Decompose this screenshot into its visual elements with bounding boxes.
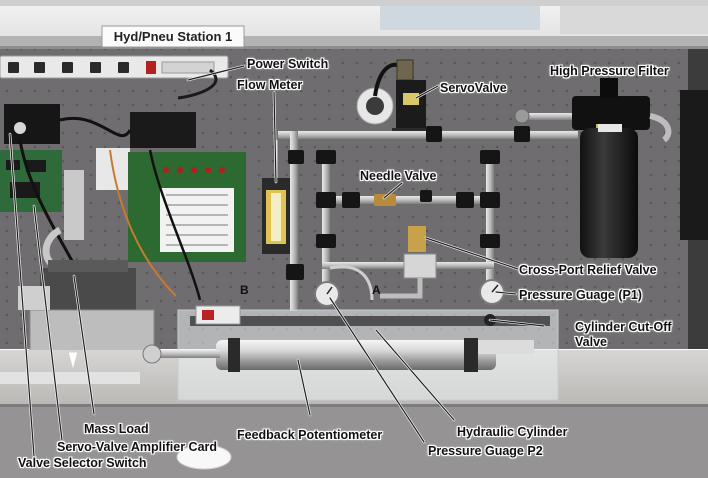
station-sign <box>101 25 245 48</box>
label-cylinder-cutoff-valve-line1: Cylinder Cut-Off <box>575 320 672 334</box>
servovalve <box>396 80 426 132</box>
label-servo-valve-amplifier-card: Servo-Valve Amplifier Card <box>57 440 218 454</box>
label-needle-valve: Needle Valve <box>360 169 437 183</box>
pipe-fittings <box>286 126 530 280</box>
power-switch-rocker[interactable] <box>146 61 156 74</box>
label-pressure-gauge-p2: Pressure Guage P2 <box>428 444 543 458</box>
label-valve-selector-switch: Valve Selector Switch <box>18 456 147 470</box>
needle-valve <box>374 194 396 206</box>
mass-load <box>40 268 136 314</box>
label-servovalve: ServoValve <box>440 81 507 95</box>
label-cylinder-cutoff-valve-line2: Valve <box>575 335 607 349</box>
floor-disc <box>176 444 232 470</box>
cross-port-relief-valve <box>403 253 437 279</box>
controller-box <box>130 112 196 148</box>
label-mass-load: Mass Load <box>84 422 149 436</box>
hydraulic-cylinder <box>216 340 496 370</box>
valve-selector-switch-box <box>4 104 60 144</box>
floor <box>0 404 708 478</box>
needle-valve-line <box>322 196 494 204</box>
label-hydraulic-cylinder: Hydraulic Cylinder <box>457 425 568 439</box>
port-b-mark: B <box>240 283 249 297</box>
high-pressure-filter <box>580 128 638 258</box>
port-a-mark: A <box>372 283 381 297</box>
label-power-switch: Power Switch <box>247 57 329 71</box>
cylinder-rod <box>150 350 220 358</box>
label-feedback-potentiometer: Feedback Potentiometer <box>237 428 383 442</box>
label-flow-meter: Flow Meter <box>237 78 303 92</box>
relief-valve-knob <box>408 226 426 252</box>
station-sign-text: Hyd/Pneu Station 1 <box>114 29 232 44</box>
side-box <box>680 90 708 240</box>
label-pressure-gauge-p1: Pressure Guage (P1) <box>519 288 642 302</box>
label-high-pressure-filter: High Pressure Filter <box>550 64 669 78</box>
filter-head <box>572 96 650 130</box>
label-cross-port-relief-valve: Cross-Port Relief Valve <box>519 263 657 277</box>
